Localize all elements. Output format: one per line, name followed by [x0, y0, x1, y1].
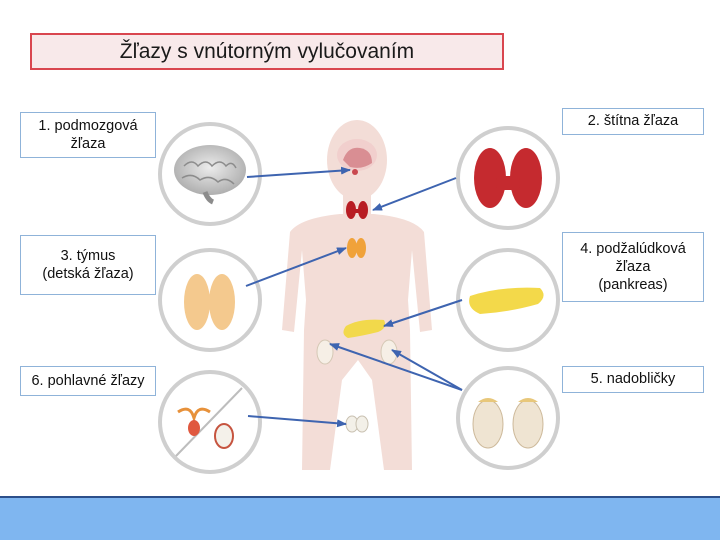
brain-circle: [158, 122, 262, 226]
thyroid-icon: [474, 148, 542, 208]
brain-icon: [174, 145, 246, 205]
body-brain-icon: [343, 147, 372, 175]
diagram-scene: [158, 120, 560, 474]
reproductive-circle: [158, 370, 262, 474]
body-kidneys-icon: [316, 339, 398, 365]
label-adrenal: 5. nadobličky: [562, 366, 704, 393]
body-pancreas-icon: [343, 319, 386, 338]
thymus-circle: [158, 248, 262, 352]
label-gonads: 6. pohlavné žľazy: [20, 366, 156, 396]
label-pancreas: 4. podžalúdková žľaza (pankreas): [562, 232, 704, 302]
arrows: [245, 166, 463, 428]
arrow-adrenal-right: [391, 349, 463, 391]
label-pituitary: 1. podmozgová žľaza: [20, 112, 156, 158]
label-thyroid: 2. štítna žľaza: [562, 108, 704, 135]
label-adrenal-text: 5. nadobličky: [590, 371, 676, 388]
label-gonads-text: 6. pohlavné žľazy: [31, 372, 145, 389]
arrow-adrenal-left: [329, 343, 463, 391]
adrenal-circle: [456, 366, 560, 470]
arrow-brain: [246, 166, 351, 178]
thyroid-circle: [456, 126, 560, 230]
pancreas-icon: [469, 287, 544, 314]
label-thymus-text: 3. týmus (detská žľaza): [42, 247, 134, 282]
label-thymus: 3. týmus (detská žľaza): [20, 235, 156, 295]
slide-title: Žľazy s vnútorným vylučovaním: [30, 33, 504, 70]
footer-divider: [0, 496, 720, 499]
body-thymus-icon: [347, 238, 366, 258]
thymus-icon: [184, 274, 235, 330]
label-pituitary-text: 1. podmozgová žľaza: [38, 117, 138, 152]
adrenal-kidneys-icon: [472, 398, 544, 449]
arrow-pancreas: [383, 299, 463, 327]
arrow-thyroid: [372, 177, 457, 211]
reproductive-organs-icon: [177, 407, 234, 449]
arrow-thymus: [245, 247, 347, 287]
arrow-gonads: [247, 415, 347, 428]
slide-title-text: Žľazy s vnútorným vylučovaním: [119, 39, 415, 63]
label-thyroid-text: 2. štítna žľaza: [587, 113, 679, 130]
footer-bar: [0, 498, 720, 540]
pancreas-circle: [456, 248, 560, 352]
body-gonads-icon: [345, 415, 369, 433]
label-pancreas-text: 4. podžalúdková žľaza (pankreas): [580, 240, 686, 294]
body-thyroid-icon: [346, 201, 368, 219]
